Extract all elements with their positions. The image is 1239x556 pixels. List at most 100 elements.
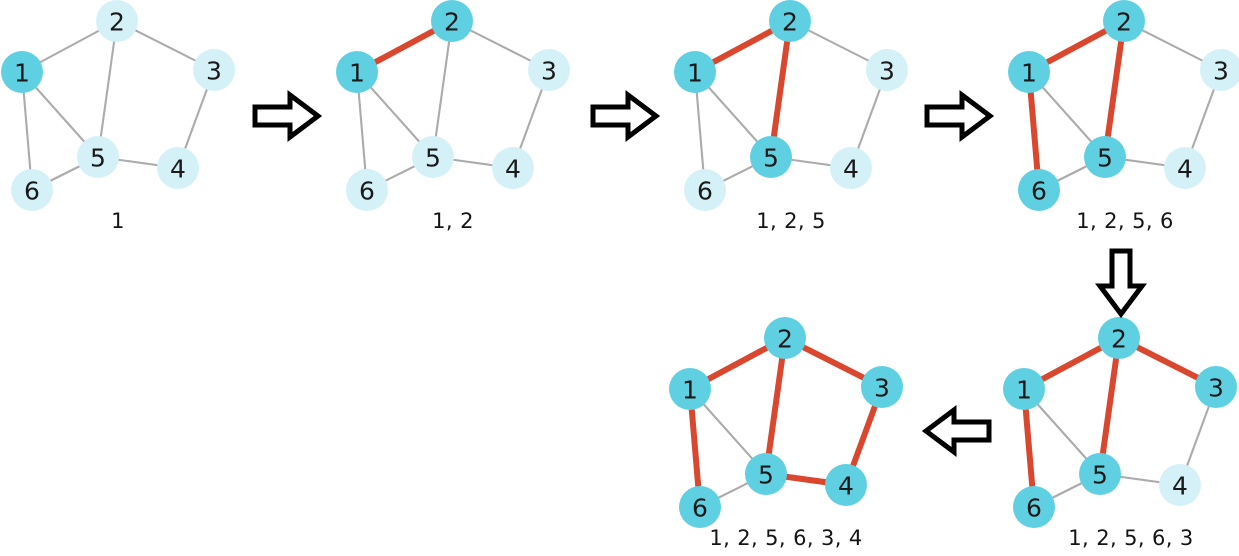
- graph-node-circle-5: [412, 136, 454, 178]
- graph-node-circle-3: [1195, 366, 1237, 408]
- graph-canvas: 1 2 3 4 5 6: [336, 0, 570, 211]
- graph-node-1: 1: [1003, 368, 1045, 410]
- graph-node-1: 1: [674, 51, 716, 93]
- graph-node-circle-1: [1, 51, 43, 93]
- graph-edge-2-5: [1097, 335, 1122, 477]
- graph-node-5: 5: [745, 453, 787, 495]
- graph-node-5: 5: [1079, 453, 1121, 495]
- graph-node-circle-2: [96, 0, 138, 42]
- graph-node-circle-1: [674, 51, 716, 93]
- graph-node-label-5: 5: [90, 144, 106, 173]
- graph-node-label-6: 6: [1031, 177, 1047, 206]
- graph-node-circle-2: [1103, 0, 1145, 42]
- graph-node-circle-5: [750, 136, 792, 178]
- graph-node-label-1: 1: [349, 59, 365, 88]
- caption-step-3: 1, 2, 5: [756, 209, 826, 233]
- graph-node-6: 6: [679, 486, 721, 528]
- graph-node-label-1: 1: [1021, 59, 1037, 88]
- graph-edge-2-5: [1102, 18, 1127, 160]
- graph-node-circle-4: [830, 147, 872, 189]
- graph-node-circle-5: [1079, 453, 1121, 495]
- graph-node-label-4: 4: [1177, 155, 1193, 184]
- graph-node-circle-6: [346, 169, 388, 211]
- graph-node-label-6: 6: [692, 494, 708, 523]
- graph-node-circle-3: [861, 366, 903, 408]
- graph-node-4: 4: [1159, 464, 1201, 506]
- graph-edge-2-5: [768, 18, 793, 160]
- arrow-step3-to-step4: [924, 90, 994, 142]
- graph-node-1: 1: [1008, 51, 1050, 93]
- graph-node-label-2: 2: [109, 8, 125, 37]
- caption-step-6: 1, 2, 5, 6, 3, 4: [709, 526, 863, 550]
- graph-node-6: 6: [1013, 486, 1055, 528]
- graph-node-label-2: 2: [1111, 325, 1127, 354]
- graph-node-circle-4: [1159, 464, 1201, 506]
- graph-node-circle-5: [1084, 136, 1126, 178]
- graph-node-label-3: 3: [541, 57, 557, 86]
- graph-node-6: 6: [346, 169, 388, 211]
- graph-node-4: 4: [1164, 147, 1206, 189]
- arrow-step2-to-step3: [590, 90, 660, 142]
- graph-node-5: 5: [412, 136, 454, 178]
- graph-node-6: 6: [1018, 169, 1060, 211]
- arrow-step5-to-step6: [922, 405, 992, 457]
- graph-node-label-5: 5: [758, 461, 774, 490]
- graph-node-label-5: 5: [425, 144, 441, 173]
- graph-canvas: 1 2 3 4 5 6: [1, 0, 235, 211]
- graph-node-circle-1: [336, 51, 378, 93]
- graph-node-label-4: 4: [1172, 472, 1188, 501]
- graph-node-circle-6: [679, 486, 721, 528]
- graph-node-circle-6: [1013, 486, 1055, 528]
- graph-node-circle-1: [669, 368, 711, 410]
- graph-node-6: 6: [11, 169, 53, 211]
- caption-step-1: 1: [111, 209, 125, 233]
- graph-node-label-3: 3: [1208, 374, 1224, 403]
- graph-node-1: 1: [336, 51, 378, 93]
- graph-node-2: 2: [1098, 317, 1140, 359]
- graph-panel-step-5: 1 2 3 4 5 6: [1002, 317, 1239, 556]
- graph-node-2: 2: [764, 317, 806, 359]
- graph-node-circle-5: [77, 136, 119, 178]
- graph-node-5: 5: [77, 136, 119, 178]
- graph-edge-2-5: [96, 19, 119, 159]
- graph-node-5: 5: [750, 136, 792, 178]
- caption-step-5: 1, 2, 5, 6, 3: [1068, 526, 1194, 550]
- graph-node-3: 3: [1200, 49, 1239, 91]
- graph-node-label-6: 6: [1026, 494, 1042, 523]
- graph-node-circle-2: [764, 317, 806, 359]
- graph-panel-step-1: 1 2 3 4 5 6: [0, 0, 240, 240]
- graph-node-circle-3: [528, 49, 570, 91]
- graph-node-circle-4: [825, 464, 867, 506]
- graph-panel-step-2: 1 2 3 4 5 6: [335, 0, 575, 240]
- graph-node-circle-2: [769, 0, 811, 42]
- graph-canvas: 1 2 3 4 5 6: [1003, 317, 1237, 528]
- graph-node-label-3: 3: [206, 57, 222, 86]
- graph-node-2: 2: [96, 0, 138, 42]
- graph-node-3: 3: [861, 366, 903, 408]
- arrow-step4-to-step5: [1095, 248, 1147, 318]
- graph-node-label-4: 4: [505, 155, 521, 184]
- graph-node-label-4: 4: [838, 472, 854, 501]
- graph-node-4: 4: [825, 464, 867, 506]
- graph-node-circle-6: [11, 169, 53, 211]
- graph-node-2: 2: [431, 0, 473, 42]
- graph-node-3: 3: [528, 49, 570, 91]
- graph-node-2: 2: [769, 0, 811, 42]
- graph-node-1: 1: [1, 51, 43, 93]
- graph-node-circle-2: [1098, 317, 1140, 359]
- graph-node-circle-3: [866, 49, 908, 91]
- graph-node-label-3: 3: [879, 57, 895, 86]
- caption-step-4: 1, 2, 5, 6: [1076, 209, 1174, 233]
- graph-node-circle-4: [157, 147, 199, 189]
- graph-node-label-2: 2: [782, 8, 798, 37]
- graph-edge-2-5: [763, 335, 788, 477]
- graph-node-circle-4: [492, 147, 534, 189]
- graph-node-label-4: 4: [170, 155, 186, 184]
- graph-node-circle-4: [1164, 147, 1206, 189]
